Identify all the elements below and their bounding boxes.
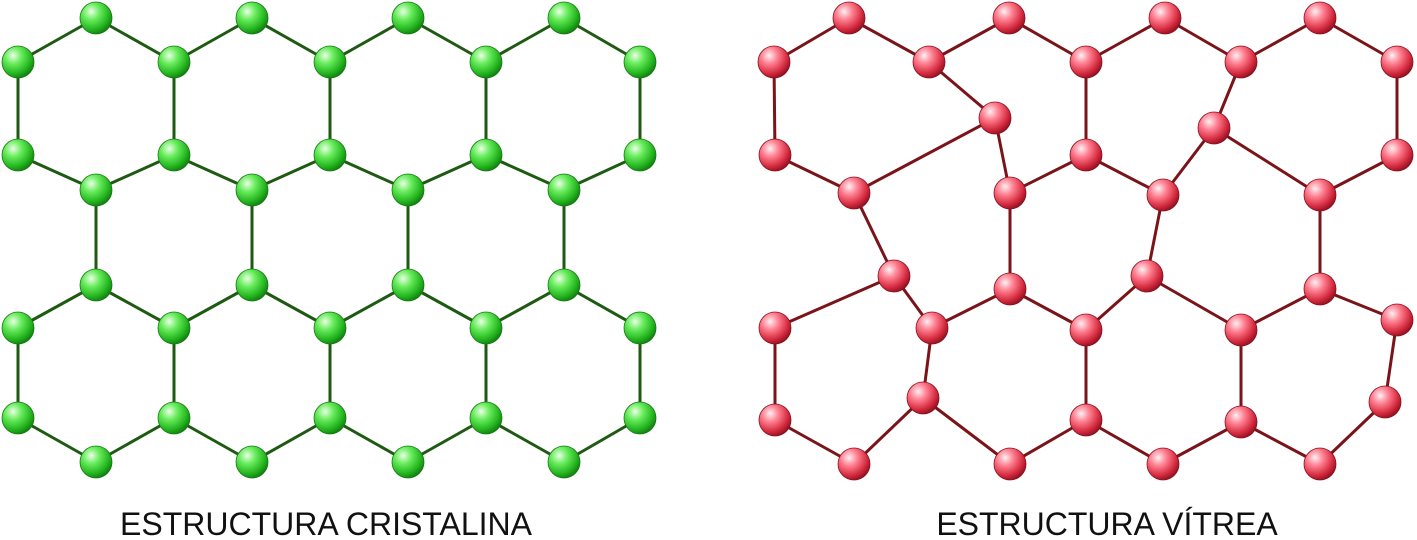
crystalline-atom-21 — [391, 268, 425, 302]
glassy-atom-22 — [758, 311, 792, 345]
glassy-atom-13 — [1380, 138, 1414, 172]
glassy-atom-9 — [978, 101, 1012, 135]
crystalline-atom-11 — [469, 45, 503, 79]
glassy-atom-32 — [837, 447, 871, 481]
crystalline-atoms — [1, 1, 657, 479]
crystalline-atom-31 — [469, 401, 503, 435]
crystalline-atom-18 — [235, 268, 269, 302]
glassy-atom-27 — [906, 381, 940, 415]
crystalline-atom-22 — [313, 311, 347, 345]
glassy-atom-0 — [832, 1, 866, 35]
crystalline-atom-28 — [1, 311, 35, 345]
glassy-atom-6 — [1069, 45, 1103, 79]
crystalline-atom-19 — [157, 311, 191, 345]
crystalline-atom-8 — [313, 138, 347, 172]
crystalline-atom-5 — [1, 45, 35, 79]
crystalline-atom-15 — [623, 45, 657, 79]
glassy-atom-28 — [1368, 385, 1402, 419]
glassy-atom-24 — [1069, 313, 1103, 347]
glassy-bond-25 — [773, 274, 896, 330]
glassy-atom-8 — [1380, 45, 1414, 79]
glassy-atom-17 — [1303, 178, 1337, 212]
crystalline-atom-16 — [623, 138, 657, 172]
glassy-atom-12 — [1069, 138, 1103, 172]
crystalline-atom-12 — [469, 138, 503, 172]
crystalline-structure — [1, 1, 657, 479]
glassy-atom-33 — [993, 447, 1027, 481]
glassy-atoms — [757, 1, 1414, 481]
glassy-bond-14 — [852, 116, 997, 195]
glassy-atom-5 — [912, 45, 946, 79]
glassy-bond-40 — [921, 396, 1012, 466]
glassy-atom-2 — [1148, 1, 1182, 35]
glassy-atom-19 — [1130, 259, 1164, 293]
glassy-atom-30 — [1069, 403, 1103, 437]
glassy-atom-7 — [1224, 45, 1258, 79]
crystalline-atom-9 — [235, 173, 269, 207]
crystalline-atom-13 — [391, 173, 425, 207]
crystalline-atom-27 — [1, 401, 35, 435]
crystalline-atom-6 — [235, 1, 269, 35]
glassy-atom-25 — [1224, 313, 1258, 347]
glassy-bonds — [772, 16, 1399, 466]
glassy-atom-10 — [1197, 111, 1231, 145]
glassy-atom-34 — [1146, 447, 1180, 481]
crystalline-atom-4 — [1, 138, 35, 172]
glassy-atom-4 — [757, 45, 791, 79]
glassy-atom-20 — [993, 272, 1027, 306]
crystalline-atom-20 — [79, 268, 113, 302]
crystalline-atom-29 — [313, 401, 347, 435]
glassy-atom-35 — [1303, 447, 1337, 481]
glassy-caption: ESTRUCTURA VÍTREA — [936, 506, 1278, 540]
crystalline-atom-2 — [157, 138, 191, 172]
crystalline-atom-30 — [235, 445, 269, 479]
crystalline-atom-7 — [313, 45, 347, 79]
glassy-atom-26 — [1380, 303, 1414, 337]
glassy-atom-15 — [993, 176, 1027, 210]
crystalline-atom-25 — [157, 401, 191, 435]
glassy-bond-19 — [1212, 126, 1322, 197]
glassy-atom-18 — [877, 259, 911, 293]
glassy-atom-16 — [1146, 178, 1180, 212]
crystalline-atom-3 — [79, 173, 113, 207]
crystalline-atom-1 — [157, 45, 191, 79]
crystalline-atom-23 — [547, 268, 581, 302]
crystalline-atom-24 — [469, 311, 503, 345]
crystalline-atom-32 — [391, 445, 425, 479]
glassy-atom-31 — [1224, 405, 1258, 439]
glassy-atom-3 — [1303, 1, 1337, 35]
glassy-atom-29 — [758, 403, 792, 437]
crystalline-atom-26 — [79, 445, 113, 479]
crystalline-atom-17 — [547, 173, 581, 207]
glassy-bond-30 — [1145, 274, 1243, 332]
glassy-structure — [757, 1, 1414, 481]
crystalline-atom-33 — [623, 311, 657, 345]
crystalline-atom-0 — [79, 1, 113, 35]
crystalline-caption: ESTRUCTURA CRISTALINA — [120, 506, 533, 540]
glassy-atom-11 — [758, 138, 792, 172]
crystalline-bonds — [16, 16, 642, 464]
glassy-atom-23 — [915, 311, 949, 345]
crystalline-atom-34 — [623, 401, 657, 435]
crystalline-atom-14 — [547, 1, 581, 35]
crystalline-atom-10 — [391, 1, 425, 35]
glassy-atom-1 — [992, 1, 1026, 35]
glassy-atom-14 — [837, 176, 871, 210]
glassy-atom-21 — [1303, 272, 1337, 306]
crystalline-atom-35 — [547, 445, 581, 479]
